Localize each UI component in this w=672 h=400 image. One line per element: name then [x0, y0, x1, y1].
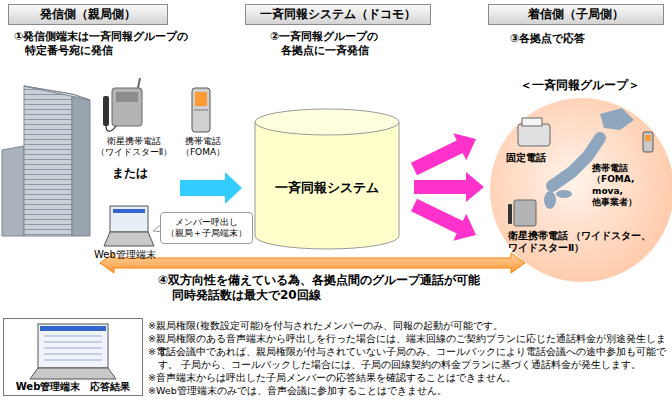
step-text: ②一斉同報グループの 各拠点に一斉発信: [270, 30, 410, 58]
header-box: 一斉同報システム（ドコモ）: [245, 4, 431, 25]
step-text: ①発信側端末は一斉同報グループの特定番号宛に発信: [14, 30, 189, 58]
fax-icon: [518, 124, 550, 146]
laptop: [104, 206, 154, 246]
device-label: 携帯電話 （FOMA）: [178, 136, 228, 159]
header-box: 発信側（親局側）: [8, 4, 168, 25]
group-circle: ＜一斉同報グループ＞ 固定電話携帯電話 （FOMA, mova, 他事業者） 衛星携…: [488, 76, 672, 286]
two-way-arrow: [100, 253, 525, 273]
satellite-icon: [508, 204, 512, 224]
callout-bubble: メンバー呼出し （親局＋子局端末）: [160, 212, 253, 244]
device-label: 衛星携帯電話 （ワイドスターⅡ）: [92, 136, 176, 159]
note-text: ※音声端末からは呼出した子局メンバーの応答結果を確認することはできません。: [148, 371, 670, 384]
group-circle-shape: [488, 76, 672, 286]
step-text: ③各拠点で応答: [510, 32, 585, 46]
request-arrow: [180, 172, 242, 204]
satellite-phone: [103, 78, 142, 131]
broadcast-arrow: [414, 172, 484, 202]
device-label: Web管理端末: [94, 249, 156, 262]
callout-text: メンバー呼出し （親局＋子局端末）: [163, 217, 250, 240]
header-text: 着信側（子局側）: [528, 7, 624, 22]
two-way-text: ④双方向性を備えている為、各拠点間のグループ通話が可能 同時発話数は最大で20回…: [158, 273, 491, 303]
japan-map: [600, 108, 634, 130]
legend-text: Web管理端末 応答結果: [4, 381, 142, 394]
building: [2, 86, 90, 236]
note-text: ※電話会議中であれば、親局権限が付与されていない子局のみ、コールバックにより電話…: [148, 345, 670, 371]
satellite-icon: [514, 200, 536, 226]
system-name: 一斉同報システム: [275, 180, 379, 196]
mobile-phone: [192, 88, 210, 132]
header-text: 発信側（親局側）: [40, 7, 136, 22]
mobile-icon: [645, 135, 651, 141]
legend-box: Web管理端末 応答結果: [3, 318, 143, 396]
note-text: ※親局権限(複数設定可能)を付与されたメンバーのみ、同報の起動が可能です。: [148, 319, 670, 332]
japan-map: [556, 190, 572, 198]
device-label: 携帯電話 （FOMA, mova, 他事業者）: [592, 163, 668, 208]
header-text: 一斉同報システム（ドコモ）: [260, 7, 416, 22]
group-heading: ＜一斉同報グループ＞: [520, 78, 640, 93]
cylinder-shape: [254, 108, 400, 250]
system-cylinder: 一斉同報システム: [254, 108, 400, 250]
broadcast-arrow: [411, 133, 476, 175]
device-label: 固定電話: [506, 152, 546, 165]
or-text: または: [112, 166, 148, 181]
note-text: ※Web管理端末のみでは、音声会議に参加することはできません。: [148, 384, 670, 397]
fax-icon: [522, 118, 542, 126]
broadcast-arrow: [411, 199, 476, 241]
japan-map: [544, 191, 556, 209]
broadcast-arrows: [411, 133, 484, 240]
device-label: 衛星携帯電話 （ワイドスター、ワイドスターⅡ）: [508, 230, 668, 254]
mobile-icon: [643, 132, 653, 152]
header-box: 着信側（子局側）: [488, 4, 664, 25]
